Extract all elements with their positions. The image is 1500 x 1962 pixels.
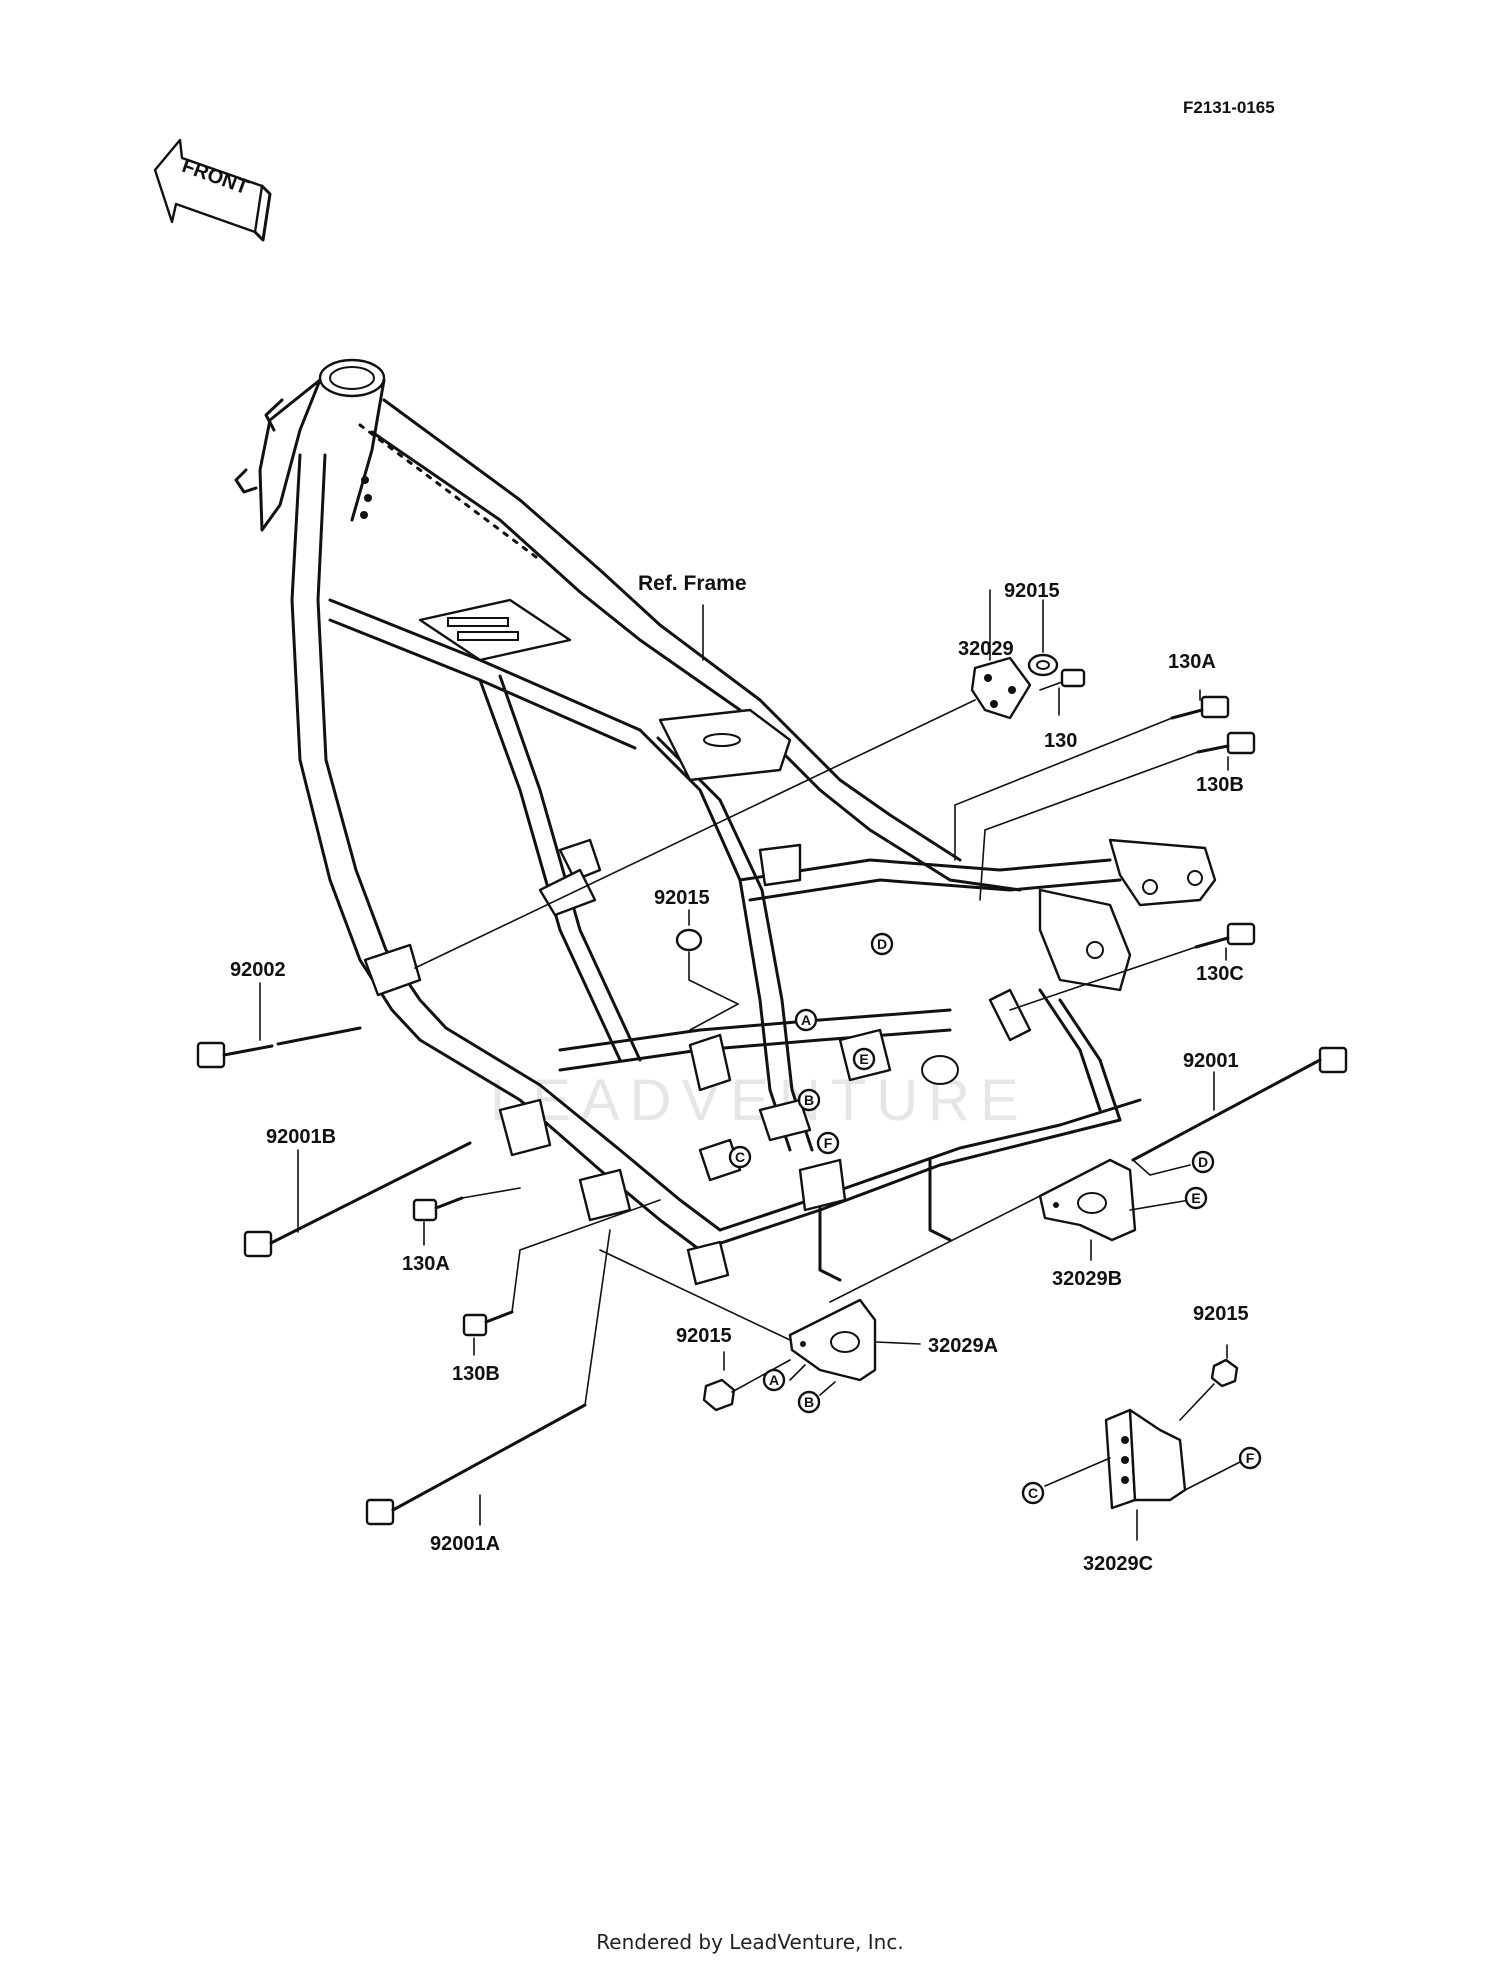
- svg-text:C: C: [1028, 1485, 1038, 1501]
- bolt-130B-bottom: [462, 1310, 514, 1337]
- label-32029: 32029: [958, 638, 1014, 660]
- label-130C: 130C: [1196, 963, 1244, 985]
- label-32029C: 32029C: [1083, 1553, 1153, 1575]
- bolt-130A-top: [1170, 695, 1230, 720]
- callout-d-1: D: [870, 932, 894, 956]
- bolt-92001: [1131, 1046, 1348, 1162]
- nut-92015-mid: [675, 928, 703, 952]
- bracket-32029A: [788, 1298, 877, 1382]
- svg-text:E: E: [859, 1051, 868, 1067]
- callout-d-2: D: [1191, 1150, 1215, 1174]
- svg-text:F: F: [824, 1135, 833, 1151]
- label-92002: 92002: [230, 959, 286, 981]
- svg-text:D: D: [1198, 1154, 1208, 1170]
- label-92001: 92001: [1183, 1050, 1239, 1072]
- bracket-32029C: [1104, 1408, 1187, 1510]
- svg-text:E: E: [1191, 1190, 1200, 1206]
- label-92015-low: 92015: [676, 1325, 732, 1347]
- bolt-130B-top: [1196, 731, 1256, 755]
- label-130: 130: [1044, 730, 1077, 752]
- diagram-code: F2131-0165: [1183, 98, 1275, 117]
- svg-text:C: C: [735, 1149, 745, 1165]
- bolt-130C: [1194, 922, 1256, 949]
- bolt-92002: [196, 1026, 362, 1069]
- ref-frame-label: Ref. Frame: [638, 572, 747, 595]
- callout-c-2: C: [1021, 1481, 1045, 1505]
- label-92015-top: 92015: [1004, 580, 1060, 602]
- svg-text:B: B: [804, 1394, 814, 1410]
- bracket-32029B: [1038, 1158, 1137, 1242]
- svg-text:D: D: [877, 936, 887, 952]
- nut-92015-right: [1210, 1358, 1239, 1388]
- callout-e-2: E: [1184, 1186, 1208, 1210]
- bolt-130A-bottom: [412, 1196, 464, 1222]
- nut-92015-low: [702, 1378, 736, 1412]
- callout-f-2: F: [1238, 1446, 1262, 1470]
- label-130B-top: 130B: [1196, 774, 1244, 796]
- label-92001B: 92001B: [266, 1126, 336, 1148]
- callout-b-1: B: [797, 1088, 821, 1112]
- label-92015-mid: 92015: [654, 887, 710, 909]
- svg-text:A: A: [801, 1012, 811, 1028]
- callout-c-1: C: [728, 1145, 752, 1169]
- nut-92015-top: [1027, 653, 1059, 677]
- callout-f-1: F: [816, 1131, 840, 1155]
- motorcycle-frame: [234, 358, 1217, 1286]
- callout-a-2: A: [762, 1368, 786, 1392]
- leader-lines: [259, 589, 1241, 1541]
- label-130A-bottom: 130A: [402, 1253, 450, 1275]
- callout-a-1: A: [794, 1008, 818, 1032]
- callout-e-1: E: [852, 1047, 876, 1071]
- label-130B-bottom: 130B: [452, 1363, 500, 1385]
- bolt-92001A: [365, 1403, 587, 1526]
- label-92015-right: 92015: [1193, 1303, 1249, 1325]
- svg-text:F: F: [1246, 1450, 1255, 1466]
- svg-text:B: B: [804, 1092, 814, 1108]
- front-arrow-icon: FRONT: [153, 138, 272, 242]
- bracket-32029: [970, 656, 1032, 720]
- footer-credit: Rendered by LeadVenture, Inc.: [596, 1930, 904, 1954]
- bolt-130: [1039, 668, 1086, 691]
- callout-b-2: B: [797, 1390, 821, 1414]
- label-92001A: 92001A: [430, 1533, 500, 1555]
- label-32029B: 32029B: [1052, 1268, 1122, 1290]
- label-130A-top: 130A: [1168, 651, 1216, 673]
- label-32029A: 32029A: [928, 1335, 998, 1357]
- svg-text:A: A: [769, 1372, 779, 1388]
- bolt-92001B: [243, 1141, 472, 1258]
